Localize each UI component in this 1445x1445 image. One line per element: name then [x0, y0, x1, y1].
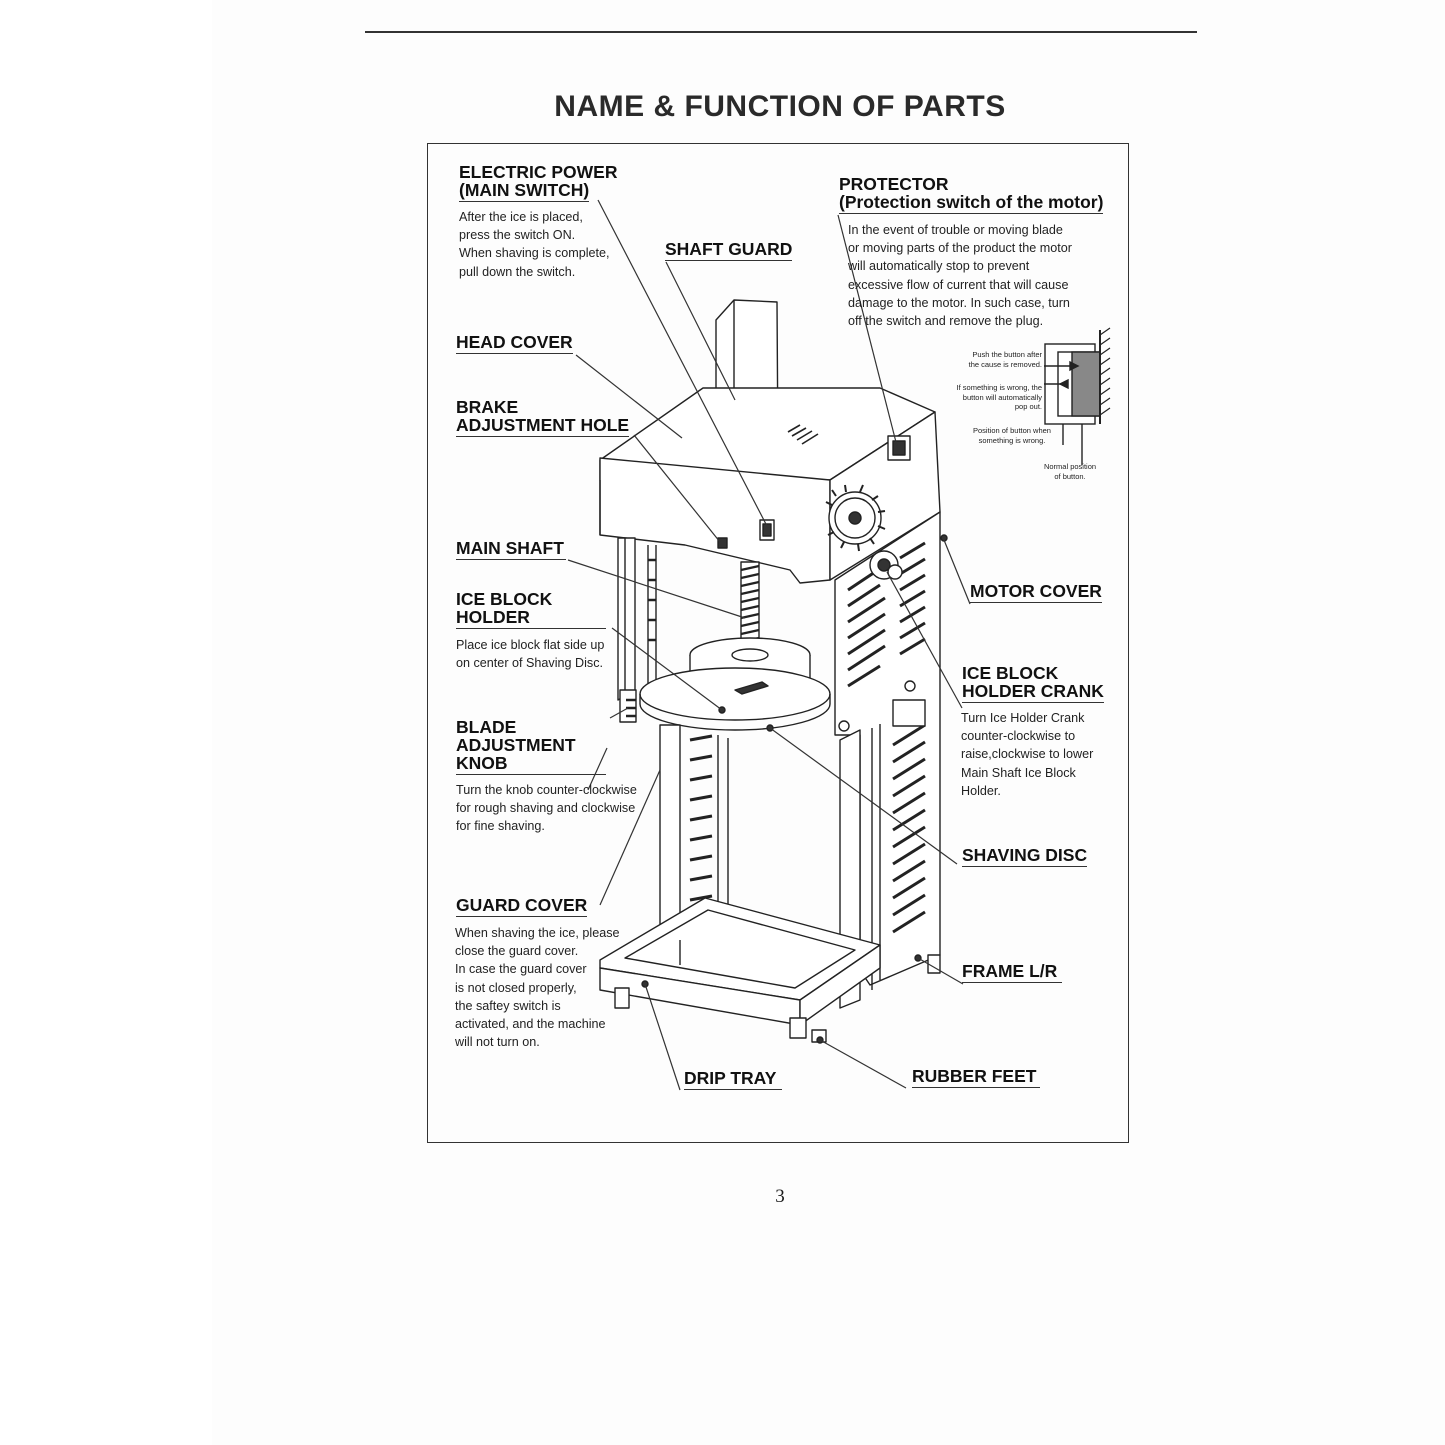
electric-power-name-2: (MAIN SWITCH) [459, 180, 590, 202]
electric-power-desc: After the ice is placed, press the switc… [459, 210, 610, 279]
page-background [212, 0, 1445, 1445]
crank-wheel [825, 484, 886, 552]
ice-block-holder-crank-label: ICE BLOCK HOLDER CRANK [962, 664, 1104, 703]
ice-block-holder-crank-desc: Turn Ice Holder Crank counter-clockwise … [961, 711, 1094, 798]
inset-normal-position: Normal position of button. [1043, 462, 1097, 481]
blade-name-1: BLADE [456, 717, 517, 737]
protector-label: PROTECTOR (Protection switch of the moto… [839, 174, 1104, 214]
brake-name-1: BRAKE [456, 397, 519, 417]
top-rule [365, 31, 1197, 33]
blade-adjustment-knob-label: BLADE ADJUSTMENT KNOB [456, 718, 606, 775]
protector-button-inset-diagram [1044, 327, 1111, 465]
crank-name-1: ICE BLOCK [962, 663, 1059, 683]
ice-block-holder-label: ICE BLOCK HOLDER [456, 590, 606, 629]
shaving-disc-shape [639, 667, 831, 721]
drip-tray-label: DRIP TRAY [684, 1069, 782, 1090]
protector-name-1: PROTECTOR [839, 174, 949, 194]
ice-block-holder-name-1: ICE BLOCK [456, 589, 553, 609]
head-cover-label: HEAD COVER [456, 332, 573, 354]
protector-name-2: (Protection switch of the motor) [839, 192, 1104, 214]
brake-adjustment-hole-label: BRAKE ADJUSTMENT HOLE [456, 397, 630, 437]
motor-cover-label: MOTOR COVER [970, 581, 1102, 603]
ice-block-holder-desc: Place ice block flat side up on center o… [456, 638, 605, 671]
brake-hole [717, 537, 728, 549]
inset-push-note: Push the button after the cause is remov… [968, 350, 1042, 369]
electric-power-name-1: ELECTRIC POWER [459, 162, 618, 182]
crank-knob [869, 550, 903, 580]
main-shaft-label: MAIN SHAFT [456, 539, 566, 560]
guard-cover-label: GUARD COVER [456, 895, 588, 917]
blade-name-2: ADJUSTMENT [456, 735, 576, 755]
diagram-frame [427, 143, 1129, 1143]
inset-popout-note: If something is wrong, the button will a… [956, 383, 1042, 411]
leader-lines [567, 199, 971, 1091]
guard-cover-desc: When shaving the ice, please close the g… [455, 926, 620, 1050]
inset-wrong-position: Position of button when something is wro… [973, 426, 1051, 445]
protector-desc: In the event of trouble or moving blade … [848, 223, 1073, 329]
crank-name-2: HOLDER CRANK [962, 681, 1104, 703]
rubber-feet-label: RUBBER FEET [912, 1067, 1040, 1088]
brake-name-2: ADJUSTMENT HOLE [456, 415, 630, 437]
page-title: NAME & FUNCTION OF PARTS [554, 90, 1006, 123]
blade-name-3: KNOB [456, 754, 606, 775]
page-number: 3 [775, 1186, 785, 1207]
frame-label: FRAME L/R [962, 962, 1062, 983]
ice-block-holder-name-2: HOLDER [456, 608, 606, 629]
electric-power-label: ELECTRIC POWER (MAIN SWITCH) [459, 163, 617, 202]
shaving-disc-label: SHAVING DISC [962, 845, 1088, 867]
blade-adjustment-knob-desc: Turn the knob counter-clockwise for roug… [456, 783, 637, 834]
shaft-guard-label: SHAFT GUARD [665, 239, 793, 261]
